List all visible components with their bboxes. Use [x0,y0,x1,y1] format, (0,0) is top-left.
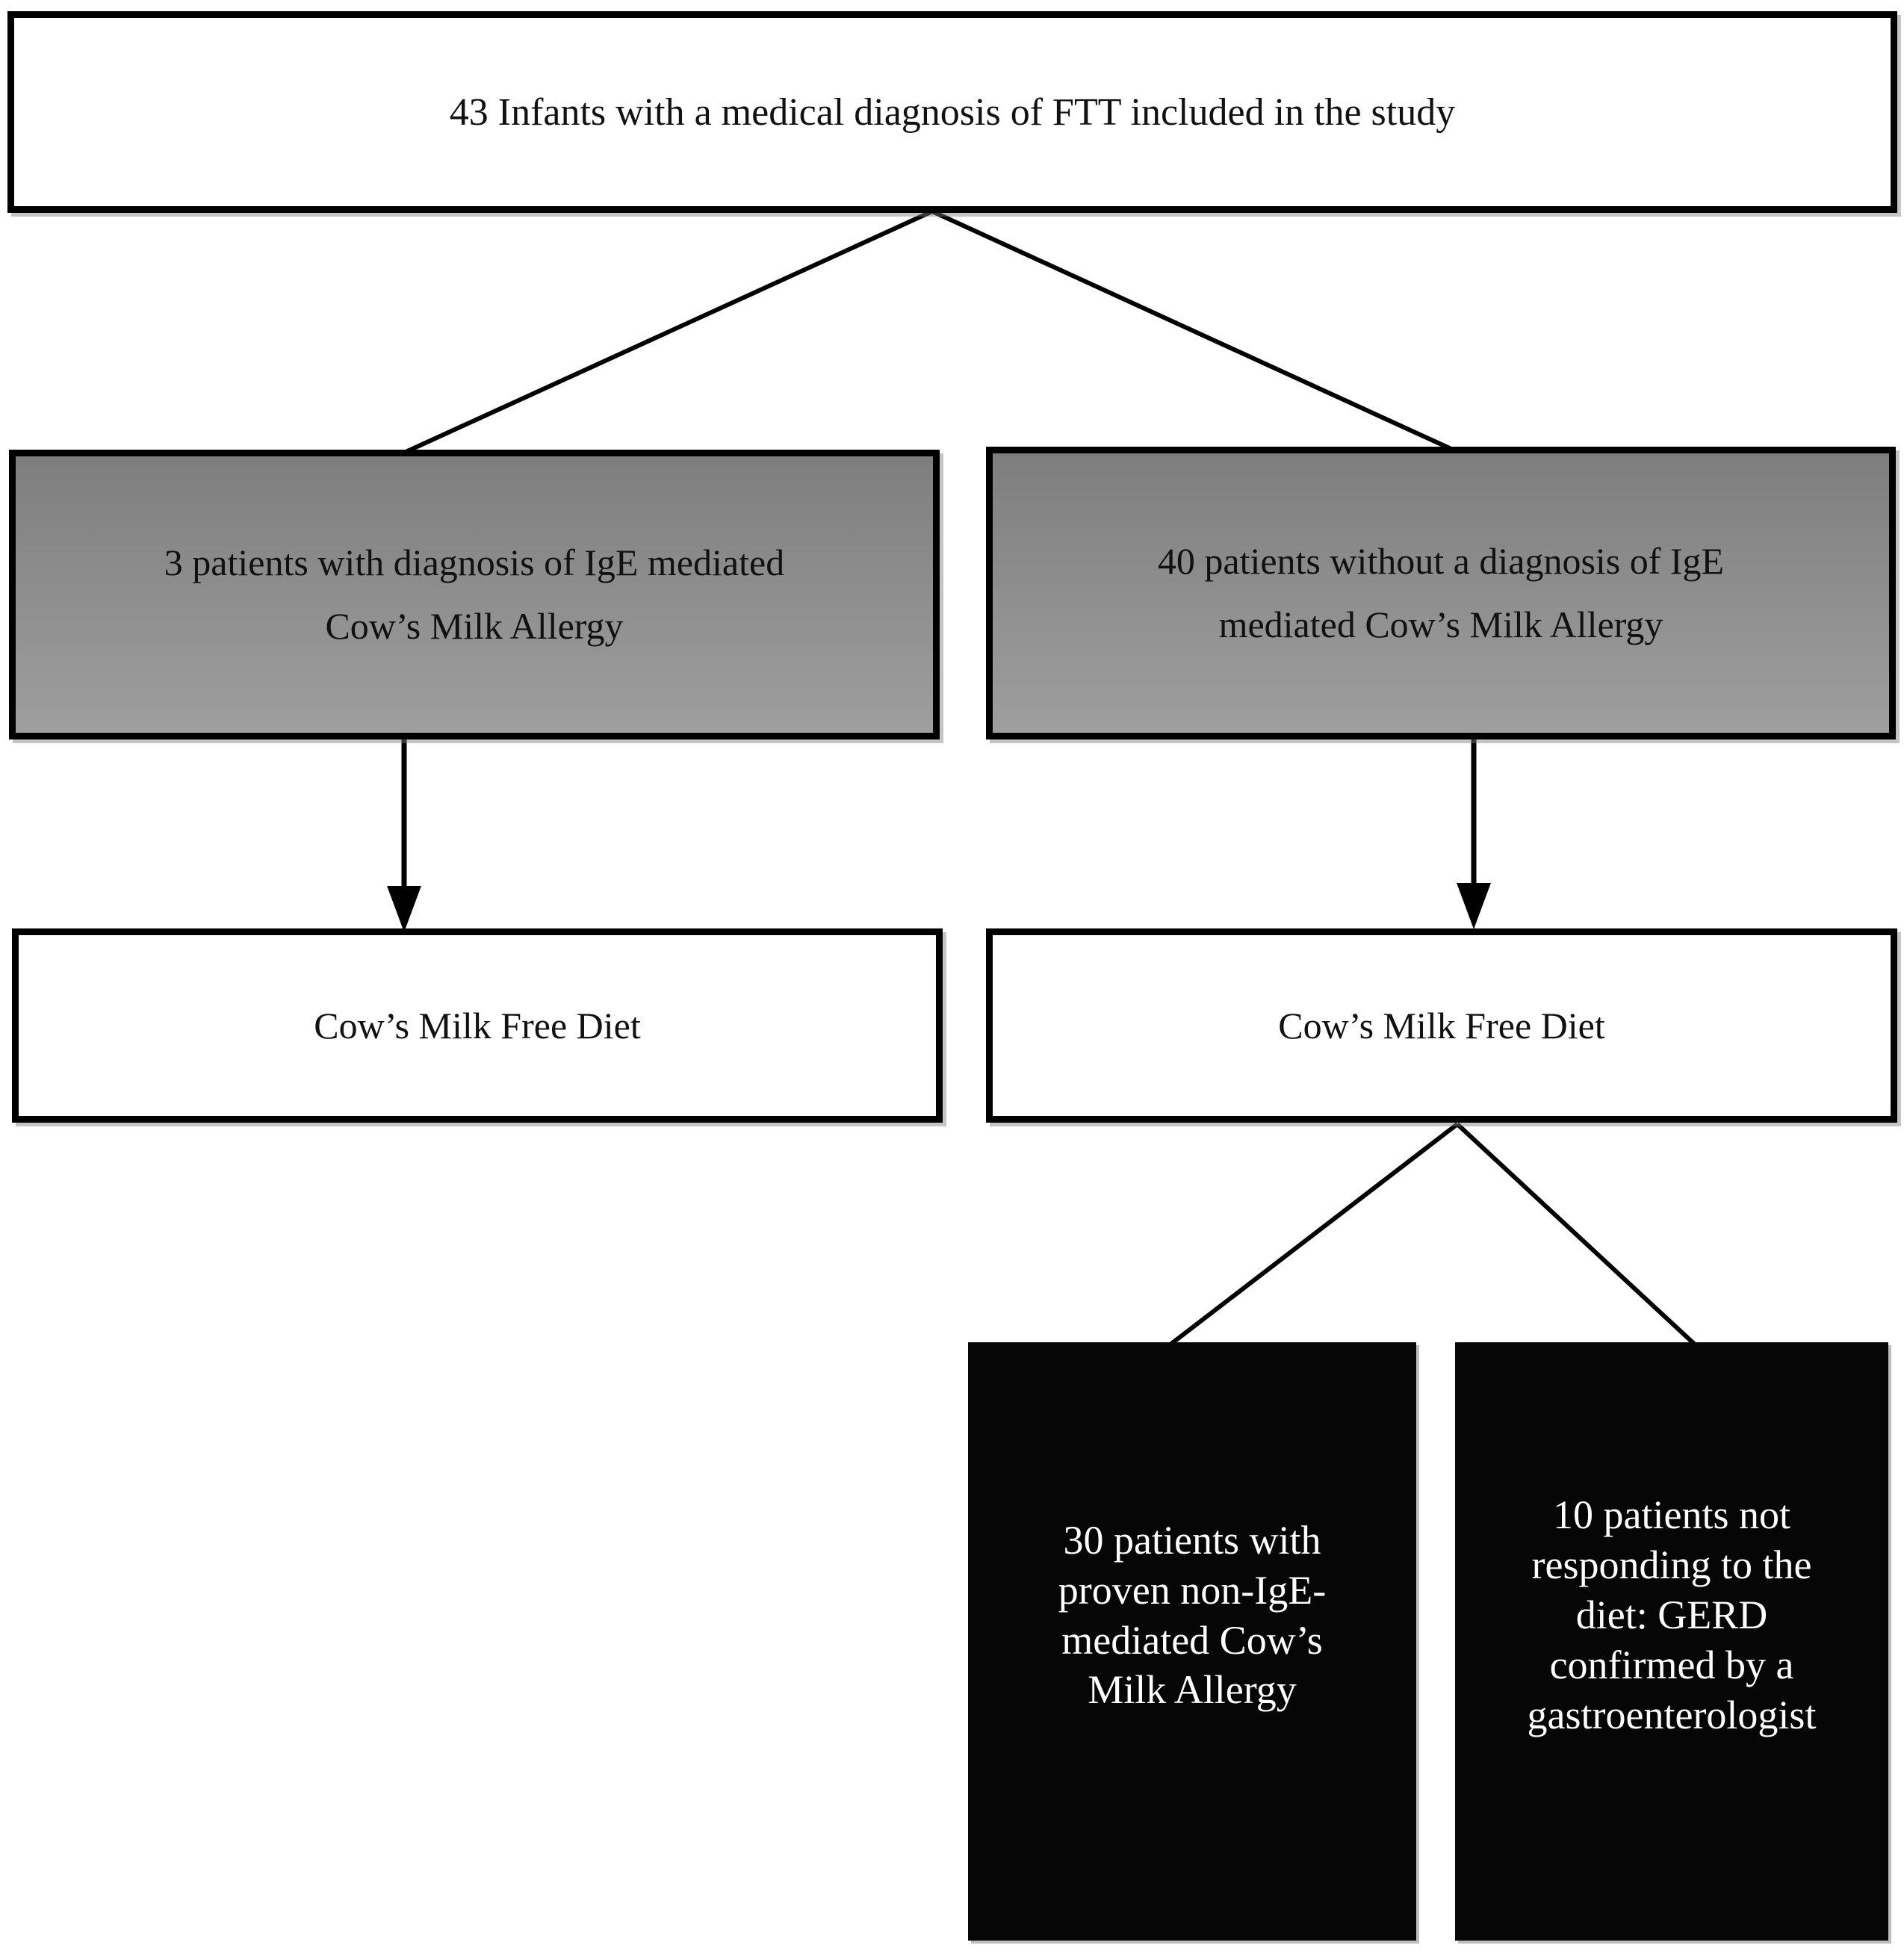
non-ige-cma-text: 30 patients with proven non-IgE- mediate… [1058,1517,1327,1713]
diet-box-left-text: Cow’s Milk Free Diet [314,1005,641,1046]
ige-cma-box: 3 patients with diagnosis of IgE mediate… [9,450,940,739]
ige-cma-text: 3 patients with diagnosis of IgE mediate… [164,542,785,647]
included-infants-box: 43 Infants with a medical diagnosis of F… [7,11,1897,213]
diet-box-right: Cow’s Milk Free Diet [986,928,1897,1123]
gerd-box: 10 patients not responding to the diet: … [1455,1342,1888,1941]
no-ige-cma-box: 40 patients without a diagnosis of IgE m… [986,447,1896,739]
no-ige-cma-text: 40 patients without a diagnosis of IgE m… [1157,540,1725,645]
diet-box-right-text: Cow’s Milk Free Diet [1278,1005,1605,1046]
line-top-to-left-gray [403,209,934,455]
line-top-to-right-gray [931,209,1454,452]
arrow-left-head [387,886,421,932]
diet-box-left: Cow’s Milk Free Diet [12,928,943,1123]
included-infants-text: 43 Infants with a medical diagnosis of F… [449,90,1456,134]
gerd-text: 10 patients not responding to the diet: … [1527,1492,1817,1737]
arrow-right-head [1457,883,1491,929]
non-ige-cma-box: 30 patients with proven non-IgE- mediate… [968,1342,1416,1941]
line-diet-to-left-black [1170,1122,1459,1346]
line-diet-to-right-black [1455,1122,1696,1346]
